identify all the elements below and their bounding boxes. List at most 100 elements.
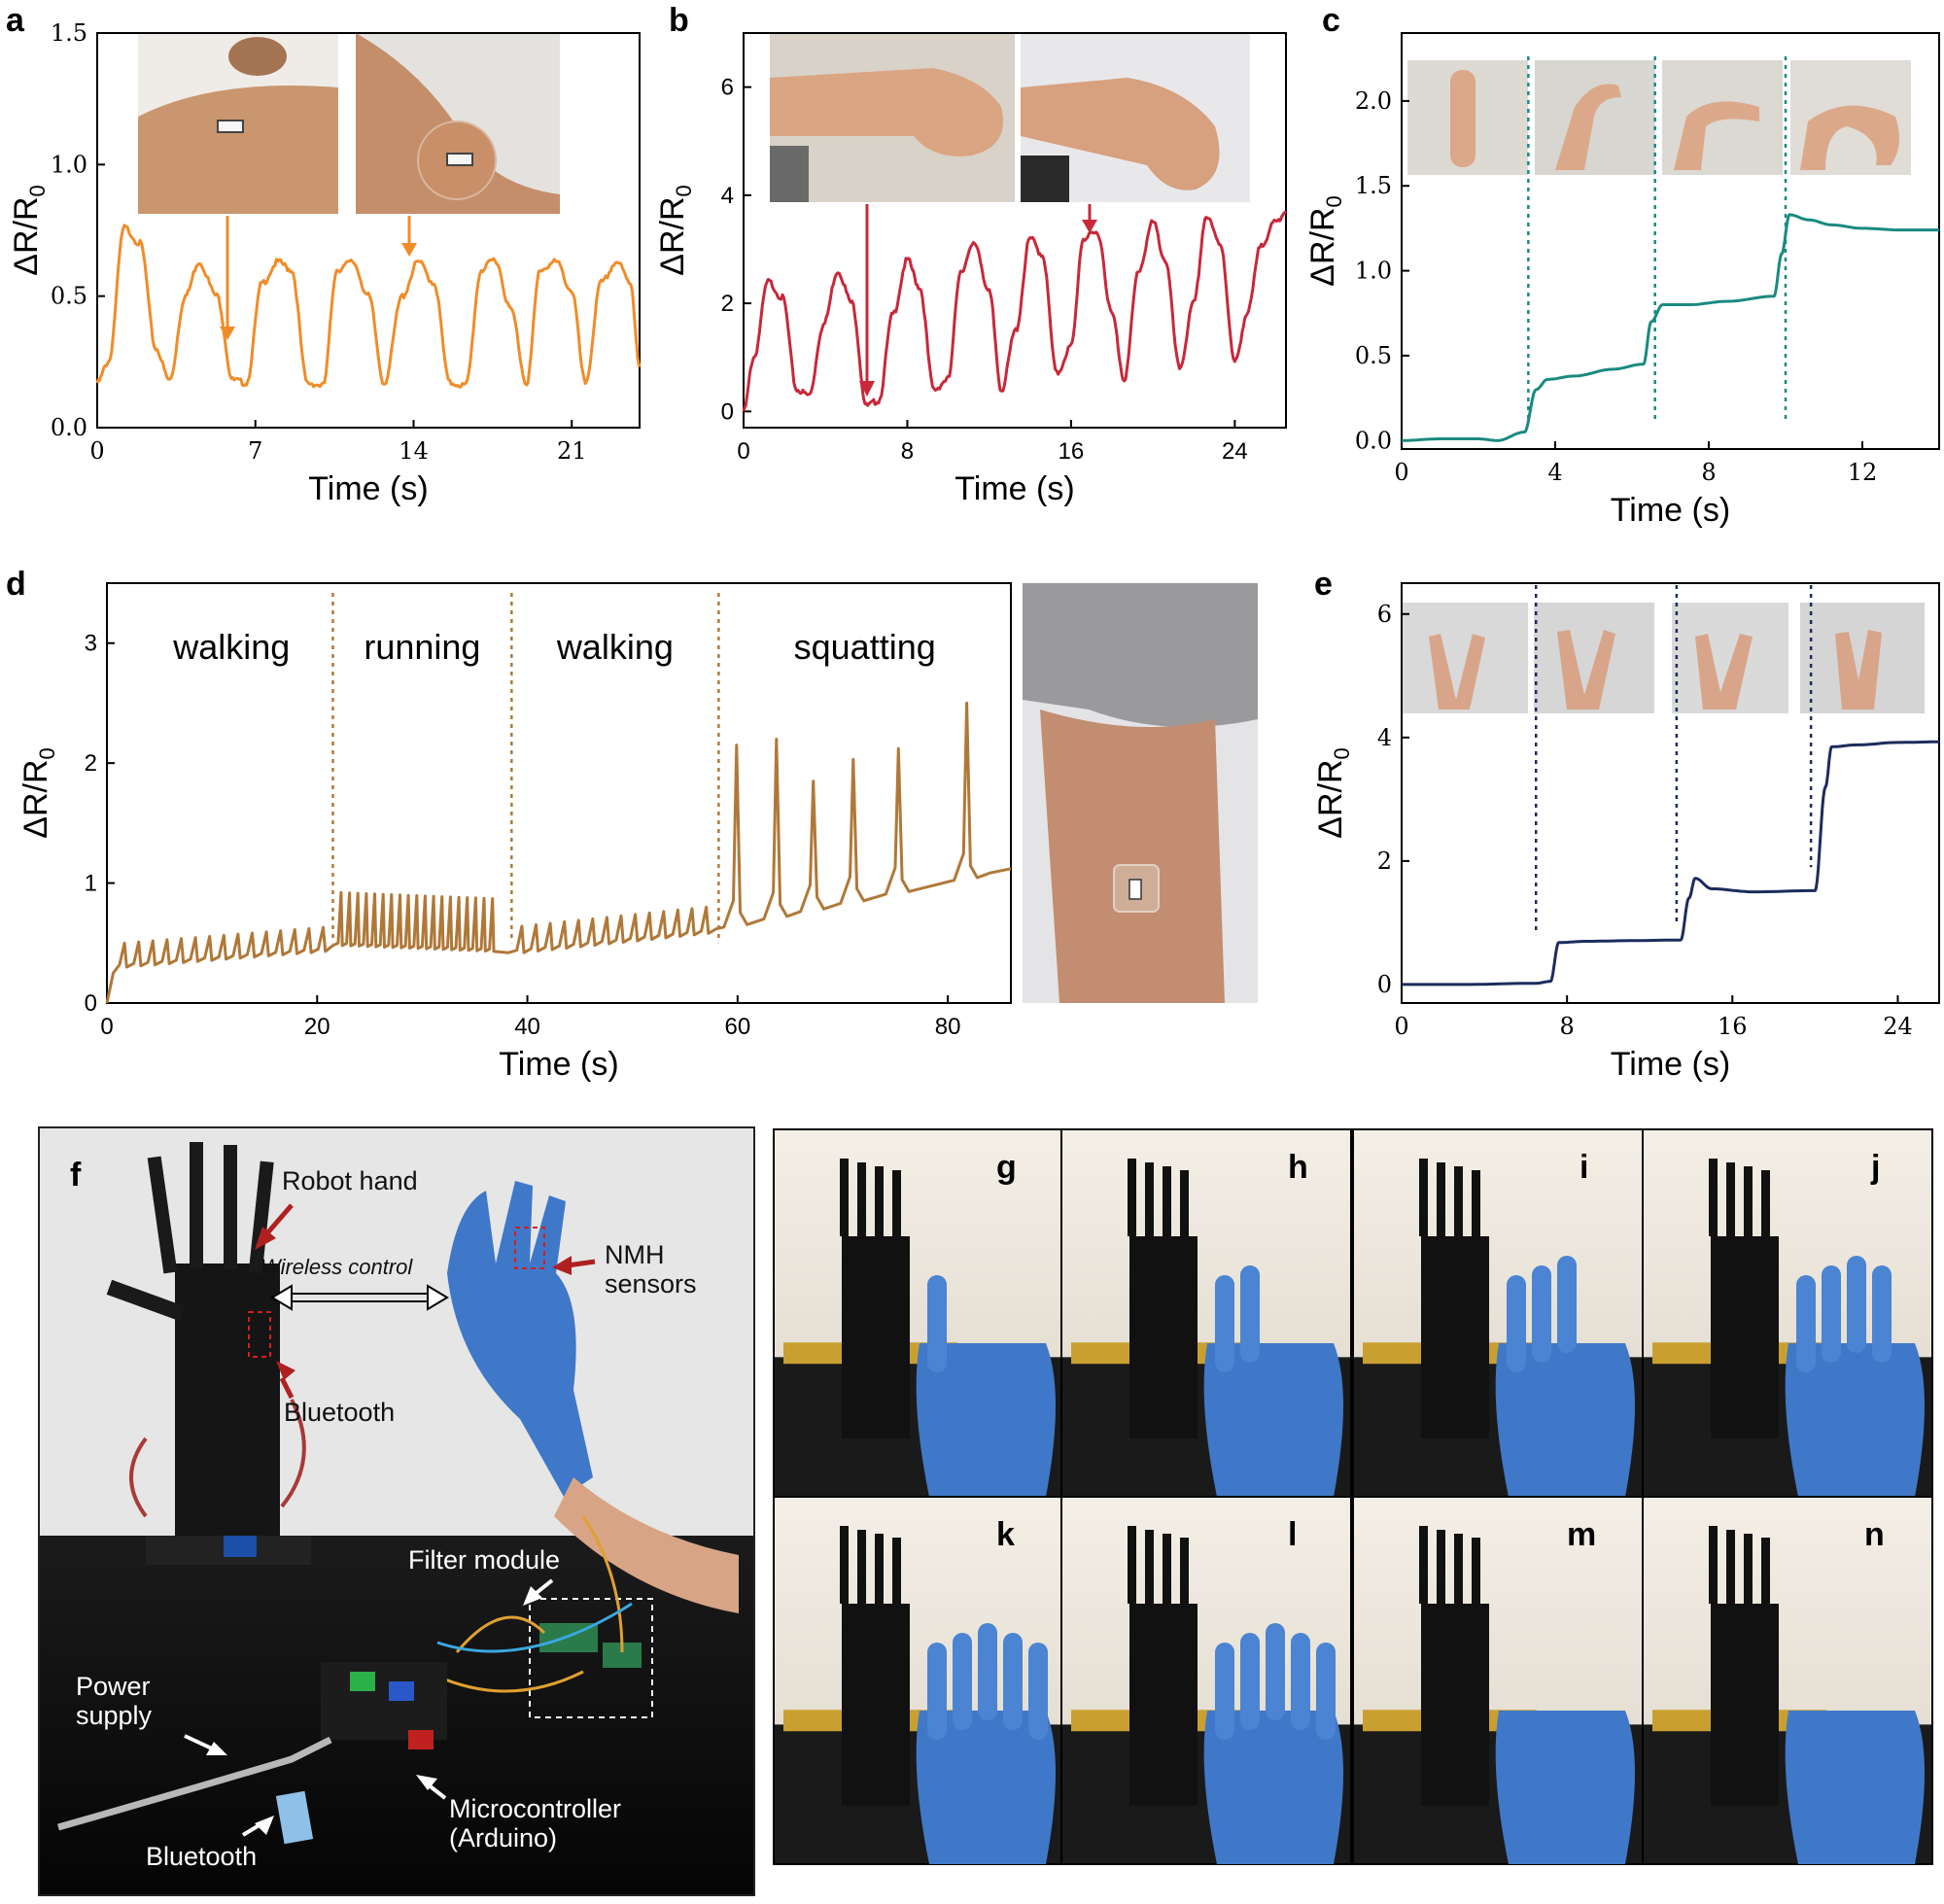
glove-finger: [1215, 1275, 1234, 1372]
glove-finger: [1872, 1265, 1892, 1363]
robot-finger: [1437, 1530, 1445, 1608]
y-axis-label-c: ΔR/R0: [1304, 195, 1346, 287]
x-tick-label-e: 16: [1718, 1013, 1748, 1040]
annot-filter-module: Filter module: [408, 1545, 561, 1575]
robot-finger: [1726, 1162, 1735, 1240]
gesture-photo-5: [1060, 1496, 1352, 1865]
y-tick-label-b: 0: [721, 398, 734, 425]
panel-label-k: k: [996, 1516, 1015, 1553]
robot-finger: [857, 1530, 866, 1608]
photo-gesture-2: [1534, 603, 1654, 713]
panel-label-h: h: [1288, 1149, 1308, 1186]
photo-gesture-3: [1672, 603, 1788, 713]
panel-label-g: g: [996, 1149, 1017, 1186]
glove-finger: [978, 1623, 997, 1720]
robot-finger: [892, 1538, 901, 1615]
gesture-photo-0: [773, 1128, 1064, 1498]
x-tick-label-e: 8: [1560, 1013, 1575, 1040]
photo-finger-bend-4: [1790, 60, 1911, 175]
robot-finger: [1128, 1159, 1136, 1236]
series-line-c: [1401, 213, 1939, 442]
y-tick-label-e: 6: [1377, 601, 1392, 628]
robot-finger: [1744, 1534, 1753, 1611]
glove-palm: [1785, 1343, 1925, 1497]
arrow-a-min: [220, 216, 235, 340]
robot-finger: [1180, 1538, 1189, 1615]
glove-palm: [1203, 1343, 1343, 1497]
x-tick-label-c: 8: [1701, 459, 1716, 486]
robot-finger: [875, 1534, 884, 1611]
photo-robot-hand-setup: [38, 1126, 755, 1896]
x-tick-label-e: 0: [1394, 1013, 1408, 1040]
gesture-photo-2: [1352, 1128, 1644, 1498]
x-tick-label-b: 16: [1059, 438, 1085, 465]
x-tick-label-a: 0: [89, 437, 104, 465]
glove-palm: [916, 1343, 1056, 1497]
glove-palm: [1203, 1711, 1343, 1864]
y-tick-label-c: 1.0: [1355, 258, 1392, 285]
glove-finger: [1847, 1256, 1866, 1353]
arrow-a-max: [401, 216, 417, 257]
glove-finger: [953, 1633, 972, 1730]
photo-wrist-bent: [1021, 33, 1250, 202]
x-tick-label-a: 21: [557, 437, 587, 465]
glove-finger: [1822, 1265, 1841, 1363]
phase-label-walking: walking: [556, 627, 674, 667]
photo-elbow-bent: [356, 33, 560, 214]
gesture-photo-1: [1060, 1128, 1352, 1498]
robot-finger: [892, 1170, 901, 1248]
y-tick-label-a: 0.5: [51, 283, 87, 310]
robot-finger: [1437, 1162, 1445, 1240]
y-axis-label-sub-a: 0: [25, 185, 50, 196]
gesture-photo-6: [1352, 1496, 1644, 1865]
y-tick-label-d: 0: [85, 990, 97, 1017]
panel-label-j: j: [1871, 1149, 1881, 1186]
glove-finger: [1796, 1275, 1816, 1372]
robot-finger: [1472, 1538, 1480, 1615]
x-axis-label-c: Time (s): [1611, 492, 1730, 529]
x-axis-label-d: Time (s): [499, 1046, 618, 1083]
y-axis-label-sub-e: 0: [1330, 747, 1354, 759]
plot-frame-d: [106, 582, 1012, 1004]
x-tick-label-d: 80: [935, 1014, 961, 1040]
glove-palm: [1495, 1343, 1635, 1497]
panel-label-a: a: [6, 2, 24, 39]
gesture-photo-4: [773, 1496, 1064, 1865]
y-tick-label-c: 0.5: [1355, 342, 1392, 369]
robot-arm: [1711, 1236, 1779, 1438]
panel-label-n: n: [1864, 1516, 1885, 1553]
robot-finger: [1419, 1526, 1428, 1604]
robot-finger: [1163, 1534, 1171, 1611]
photo-gesture-1: [1402, 603, 1528, 713]
glove-finger: [1316, 1643, 1336, 1740]
glove-finger: [927, 1275, 947, 1372]
y-tick-label-e: 4: [1377, 724, 1392, 751]
phase-label-squatting: squatting: [794, 627, 936, 667]
arrow-b-max: [1082, 204, 1097, 233]
y-axis-label-sub-b: 0: [672, 185, 696, 196]
glove-finger: [1215, 1643, 1234, 1740]
y-axis-label-e: ΔR/R0: [1312, 747, 1354, 839]
x-tick-label-d: 20: [304, 1014, 330, 1040]
panel-label-c: c: [1322, 2, 1340, 39]
robot-arm: [1421, 1236, 1489, 1438]
x-tick-label-c: 0: [1394, 459, 1408, 486]
panel-label-f: f: [70, 1157, 82, 1194]
glove-finger: [1240, 1633, 1260, 1730]
y-tick-label-c: 1.5: [1355, 172, 1392, 199]
glove-palm: [1495, 1711, 1635, 1864]
robot-finger: [840, 1159, 849, 1236]
robot-finger: [1709, 1526, 1718, 1604]
photo-wrist-straight: [770, 33, 1015, 202]
y-tick-label-a: 0.0: [51, 414, 87, 441]
glove-finger: [927, 1643, 947, 1740]
robot-finger: [1145, 1530, 1154, 1608]
gesture-photo-3: [1642, 1128, 1933, 1498]
y-tick-label-d: 1: [85, 871, 97, 897]
glove-finger: [1266, 1623, 1285, 1720]
robot-finger: [1454, 1166, 1463, 1244]
x-tick-label-d: 0: [100, 1014, 113, 1040]
